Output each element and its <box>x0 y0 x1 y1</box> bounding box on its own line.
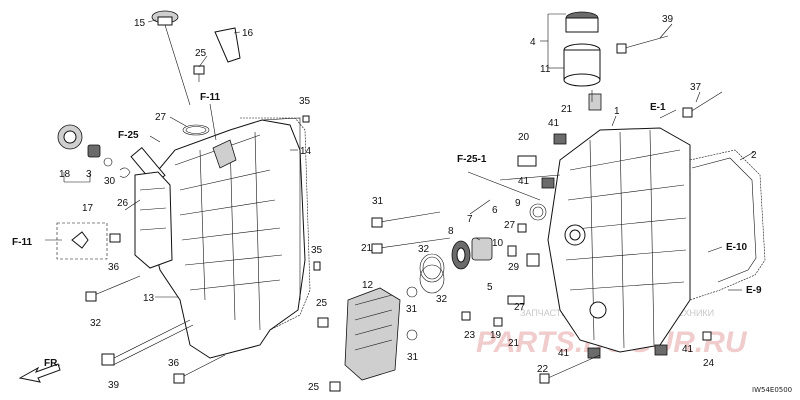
left-case-cover <box>130 117 311 359</box>
part-label-20: 20 <box>518 132 530 143</box>
part-label-17: 17 <box>82 203 94 214</box>
part-label-21-left: 21 <box>361 243 373 254</box>
part-label-25-lower: 25 <box>308 382 320 393</box>
part-label-36-lower: 36 <box>168 358 180 369</box>
part-label-7: 7 <box>467 214 473 225</box>
part-label-28: 25 <box>195 48 207 59</box>
part-label-39: 39 <box>662 14 674 25</box>
part-label-18: 18 <box>59 169 71 180</box>
part-label-16: 16 <box>242 28 254 39</box>
diagram-code: IW54E0500 <box>752 386 792 394</box>
leader-lines <box>63 13 755 298</box>
part-label-14: 14 <box>300 146 312 157</box>
part-label-30: 27 <box>155 112 167 123</box>
part-label-24-center: 23 <box>464 330 476 341</box>
part-label-38: 32 <box>90 318 102 329</box>
part-label-23: 22 <box>537 364 549 375</box>
part-label-25-upper: 25 <box>316 298 328 309</box>
ref-e1: E-1 <box>650 102 666 113</box>
part-label-35-top: 35 <box>299 96 311 107</box>
part-label-32-bottom: 32 <box>436 294 448 305</box>
part-label-27-upper: 27 <box>504 220 516 231</box>
part-number-labels: 15 16 25 27 35 14 18 3 30 17 26 36 35 13… <box>59 14 757 393</box>
right-case <box>547 127 766 353</box>
part-label-33: 29 <box>508 262 520 273</box>
part-label-29: 26 <box>117 198 129 209</box>
front-arrow-label: FR. <box>44 358 60 369</box>
part-label-15: 15 <box>134 18 146 29</box>
reference-callouts: F-11 F-25 F-11 F-25-1 E-1 E-10 E-9 <box>12 92 762 296</box>
part-label-41-b: 41 <box>518 176 530 187</box>
part-label-41-d: 41 <box>682 344 694 355</box>
part-label-6: 6 <box>492 205 498 216</box>
part-label-19: 19 <box>490 330 502 341</box>
oil-filter <box>539 11 723 384</box>
part-label-3: 3 <box>86 169 92 180</box>
part-label-36-upper: 36 <box>108 262 120 273</box>
ref-f11-top: F-11 <box>200 92 220 103</box>
part-label-31-lower: 31 <box>407 352 419 363</box>
ref-e10: E-10 <box>726 242 748 253</box>
ref-f11-left: F-11 <box>12 237 32 248</box>
part-label-12: 12 <box>362 280 374 291</box>
part-label-9: 9 <box>515 198 521 209</box>
part-label-10: 10 <box>492 238 504 249</box>
part-label-27-lower: 27 <box>514 302 526 313</box>
part-label-26: 31 <box>372 196 384 207</box>
part-label-21-lower: 21 <box>508 338 520 349</box>
part-label-4: 4 <box>530 37 536 48</box>
part-label-32-top: 32 <box>418 244 430 255</box>
front-arrow-icon <box>18 363 61 383</box>
part-label-41-a: 41 <box>548 118 560 129</box>
part-label-11: 11 <box>540 64 551 75</box>
part-label-34: 30 <box>104 176 116 187</box>
part-label-40: 39 <box>108 380 120 391</box>
small-parts-left <box>57 10 321 384</box>
part-label-13: 13 <box>143 293 155 304</box>
part-label-2: 2 <box>751 150 757 161</box>
part-label-37: 37 <box>690 82 702 93</box>
part-label-22: 21 <box>561 104 573 115</box>
ref-f25: F-25 <box>118 130 139 141</box>
f11-reference-box <box>45 222 108 260</box>
ref-f25-1: F-25-1 <box>457 154 487 165</box>
part-label-5: 5 <box>487 282 493 293</box>
part-label-24-right: 24 <box>703 358 715 369</box>
part-label-1: 1 <box>614 106 620 117</box>
breather-block <box>317 287 401 392</box>
center-shaft-parts <box>371 155 547 341</box>
part-label-35-right: 35 <box>311 245 323 256</box>
ref-e9: E-9 <box>746 285 762 296</box>
part-label-41-c: 41 <box>558 348 570 359</box>
front-direction-arrow: FR. <box>18 358 61 383</box>
part-label-31-upper: 31 <box>406 304 418 315</box>
part-label-8: 8 <box>448 226 454 237</box>
